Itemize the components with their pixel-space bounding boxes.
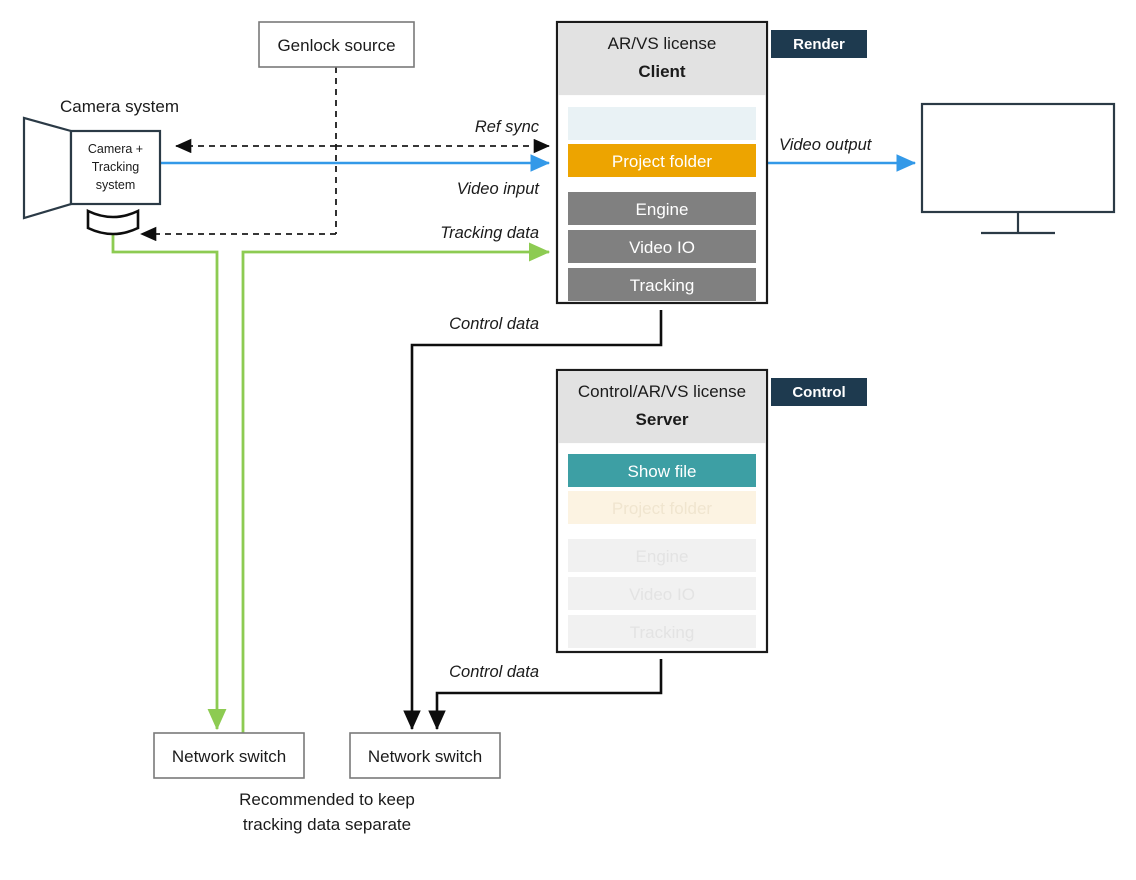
genlock-source-box: Genlock source: [258, 21, 415, 68]
client-row-project-folder-label: Project folder: [612, 152, 712, 171]
footnote-line-1: Recommended to keep: [239, 790, 415, 809]
camera-body-label-line1: Camera +: [88, 142, 143, 156]
server-panel: Control/AR/VS license Server Show file P…: [555, 368, 867, 654]
camera-system-group: Camera system Camera + Tracking system: [22, 97, 179, 236]
server-row-engine-label: Engine: [636, 547, 689, 566]
server-license-label: Control/AR/VS license: [578, 382, 746, 401]
server-row-video-io[interactable]: [568, 577, 756, 610]
genlock-dashed-connector: [140, 67, 550, 242]
network-switch-right-label: Network switch: [368, 747, 482, 766]
render-badge: [771, 30, 867, 58]
label-control-data-top: Control data: [449, 315, 539, 333]
client-row-engine-label: Engine: [636, 200, 689, 219]
server-row-project-folder-label: Project folder: [612, 499, 712, 518]
client-role-label: Client: [638, 62, 686, 81]
tracking-to-switch-connector: [111, 228, 227, 731]
client-row-video-io-label: Video IO: [629, 238, 695, 257]
label-ref-sync: Ref sync: [475, 118, 540, 136]
label-tracking-data: Tracking data: [440, 224, 539, 242]
server-row-tracking[interactable]: [568, 615, 756, 648]
label-control-data-bottom: Control data: [449, 663, 539, 681]
server-role-label: Server: [636, 410, 689, 429]
control-data-client-connector: [403, 310, 663, 731]
camera-body-label-line2: Tracking: [92, 160, 140, 174]
tracking-to-client-connector: [241, 242, 551, 755]
tracking-sensor-cylinder-icon: [86, 208, 140, 236]
network-switch-left-label: Network switch: [172, 747, 286, 766]
control-badge: [771, 378, 867, 406]
client-row-blank[interactable]: [568, 107, 756, 140]
client-license-label: AR/VS license: [608, 34, 717, 53]
network-switch-right: Network switch: [349, 732, 501, 779]
display-monitor-icon: [920, 102, 1116, 235]
server-row-engine[interactable]: [568, 539, 756, 572]
label-video-input: Video input: [457, 180, 541, 198]
label-video-output: Video output: [779, 136, 873, 154]
camera-lens-hood-icon: [22, 116, 73, 220]
client-row-tracking[interactable]: [568, 268, 756, 301]
client-row-video-io[interactable]: [568, 230, 756, 263]
client-row-engine[interactable]: [568, 192, 756, 225]
control-badge-label: Control: [792, 384, 845, 401]
server-row-video-io-label: Video IO: [629, 585, 695, 604]
genlock-source-label: Genlock source: [277, 36, 395, 55]
footnote-line-2: tracking data separate: [243, 815, 411, 834]
server-row-project-folder[interactable]: [568, 491, 756, 524]
server-row-tracking-label: Tracking: [630, 623, 695, 642]
camera-body-box: [69, 129, 162, 206]
camera-system-caption: Camera system: [60, 97, 179, 116]
client-row-project-folder[interactable]: [568, 144, 756, 177]
network-switch-left: Network switch: [153, 732, 305, 779]
client-panel: AR/VS license Client Project folder Engi…: [555, 20, 867, 305]
camera-body-label-line3: system: [96, 178, 136, 192]
render-badge-label: Render: [793, 36, 845, 53]
server-row-show-file-label: Show file: [628, 462, 697, 481]
client-row-tracking-label: Tracking: [630, 276, 695, 295]
control-data-server-connector: [428, 659, 663, 731]
server-row-show-file[interactable]: [568, 454, 756, 487]
